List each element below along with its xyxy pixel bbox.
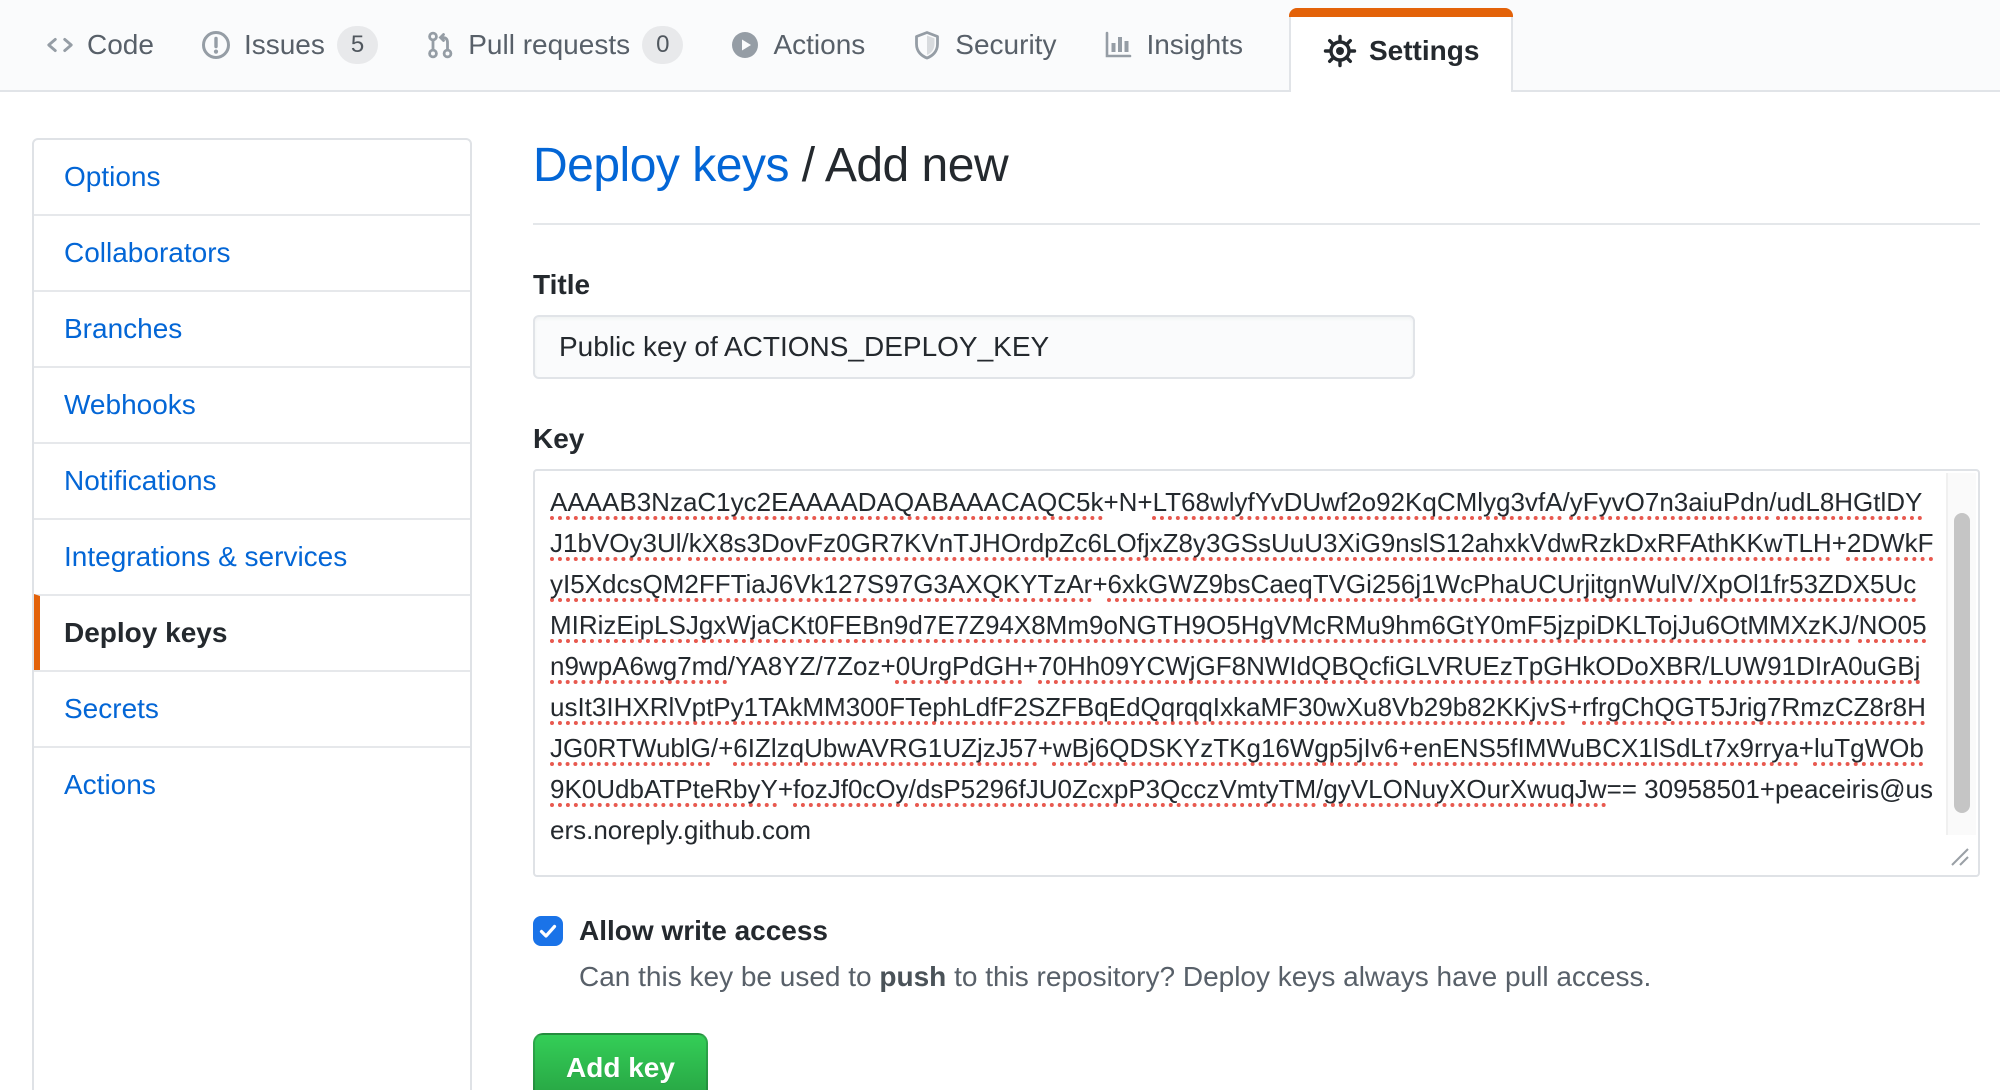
pull-request-icon bbox=[424, 29, 456, 61]
title-input[interactable] bbox=[533, 315, 1415, 379]
main-content: Deploy keys / Add new Title Key AAAAB3Nz… bbox=[533, 138, 2000, 1090]
tab-issues[interactable]: Issues 5 bbox=[200, 26, 379, 64]
help-text-suffix: to this repository? Deploy keys always h… bbox=[946, 961, 1652, 992]
tab-label: Actions bbox=[773, 29, 866, 60]
allow-write-checkbox[interactable] bbox=[533, 916, 563, 946]
allow-write-label[interactable]: Allow write access bbox=[579, 915, 829, 946]
add-key-button[interactable]: Add key bbox=[533, 1033, 708, 1090]
tab-code[interactable]: Code bbox=[45, 29, 154, 61]
page-body: Options Collaborators Branches Webhooks … bbox=[0, 92, 2000, 1090]
pull-requests-count-badge: 0 bbox=[642, 26, 684, 64]
tab-insights[interactable]: Insights bbox=[1102, 29, 1243, 61]
checkmark-icon bbox=[539, 924, 557, 938]
allow-write-help-text: Can this key be used to push to this rep… bbox=[579, 961, 1980, 993]
breadcrumb-current: Add new bbox=[824, 139, 1009, 192]
tab-label: Pull requests bbox=[468, 29, 631, 60]
sidebar-item-branches[interactable]: Branches bbox=[34, 290, 470, 366]
code-icon bbox=[45, 30, 75, 60]
tab-label: Code bbox=[87, 29, 154, 60]
sidebar-item-deploy-keys[interactable]: Deploy keys bbox=[34, 594, 470, 670]
breadcrumb-deploy-keys-link[interactable]: Deploy keys bbox=[533, 139, 789, 192]
tab-security[interactable]: Security bbox=[911, 29, 1056, 61]
help-text-prefix: Can this key be used to bbox=[579, 961, 880, 992]
allow-write-section: Allow write access Can this key be used … bbox=[533, 915, 1980, 993]
tab-label: Insights bbox=[1146, 29, 1243, 60]
gear-icon bbox=[1323, 34, 1357, 68]
tab-label: Security bbox=[955, 29, 1057, 60]
sidebar-item-actions[interactable]: Actions bbox=[34, 746, 470, 822]
tab-label: Issues bbox=[243, 29, 325, 60]
page-title: Deploy keys / Add new bbox=[533, 138, 1980, 225]
sidebar-item-notifications[interactable]: Notifications bbox=[34, 442, 470, 518]
shield-icon bbox=[911, 29, 943, 61]
scrollbar-track[interactable] bbox=[1946, 473, 1976, 835]
tab-label: Settings bbox=[1368, 35, 1480, 66]
issues-count-badge: 5 bbox=[336, 26, 379, 64]
scrollbar-thumb[interactable] bbox=[1954, 513, 1970, 813]
sidebar-item-collaborators[interactable]: Collaborators bbox=[34, 214, 470, 290]
tab-pull-requests[interactable]: Pull requests 0 bbox=[424, 26, 684, 64]
tab-settings[interactable]: Settings bbox=[1288, 8, 1514, 92]
resize-grip-icon[interactable] bbox=[1940, 837, 1976, 873]
sidebar-item-secrets[interactable]: Secrets bbox=[34, 670, 470, 746]
graph-icon bbox=[1102, 29, 1134, 61]
breadcrumb-separator: / bbox=[788, 139, 825, 192]
issue-opened-icon bbox=[200, 29, 232, 61]
play-circle-icon bbox=[729, 29, 761, 61]
sidebar-item-options[interactable]: Options bbox=[64, 161, 161, 192]
sidebar-item-webhooks[interactable]: Webhooks bbox=[34, 366, 470, 442]
key-field-label: Key bbox=[533, 423, 585, 454]
help-text-push: push bbox=[879, 961, 947, 992]
title-field-label: Title bbox=[533, 269, 591, 300]
settings-sidebar: Options Collaborators Branches Webhooks … bbox=[32, 138, 472, 1090]
repo-nav: Code Issues 5 Pull requests 0 bbox=[0, 0, 2000, 92]
key-textarea-text: AAAAB3NzaC1yc2EAAAADAQABAAACAQC5k+N+LT68… bbox=[550, 487, 1934, 845]
sidebar-item-integrations-services[interactable]: Integrations & services bbox=[34, 518, 470, 594]
tab-actions[interactable]: Actions bbox=[729, 29, 865, 61]
key-textarea[interactable]: AAAAB3NzaC1yc2EAAAADAQABAAACAQC5k+N+LT68… bbox=[533, 469, 1980, 877]
